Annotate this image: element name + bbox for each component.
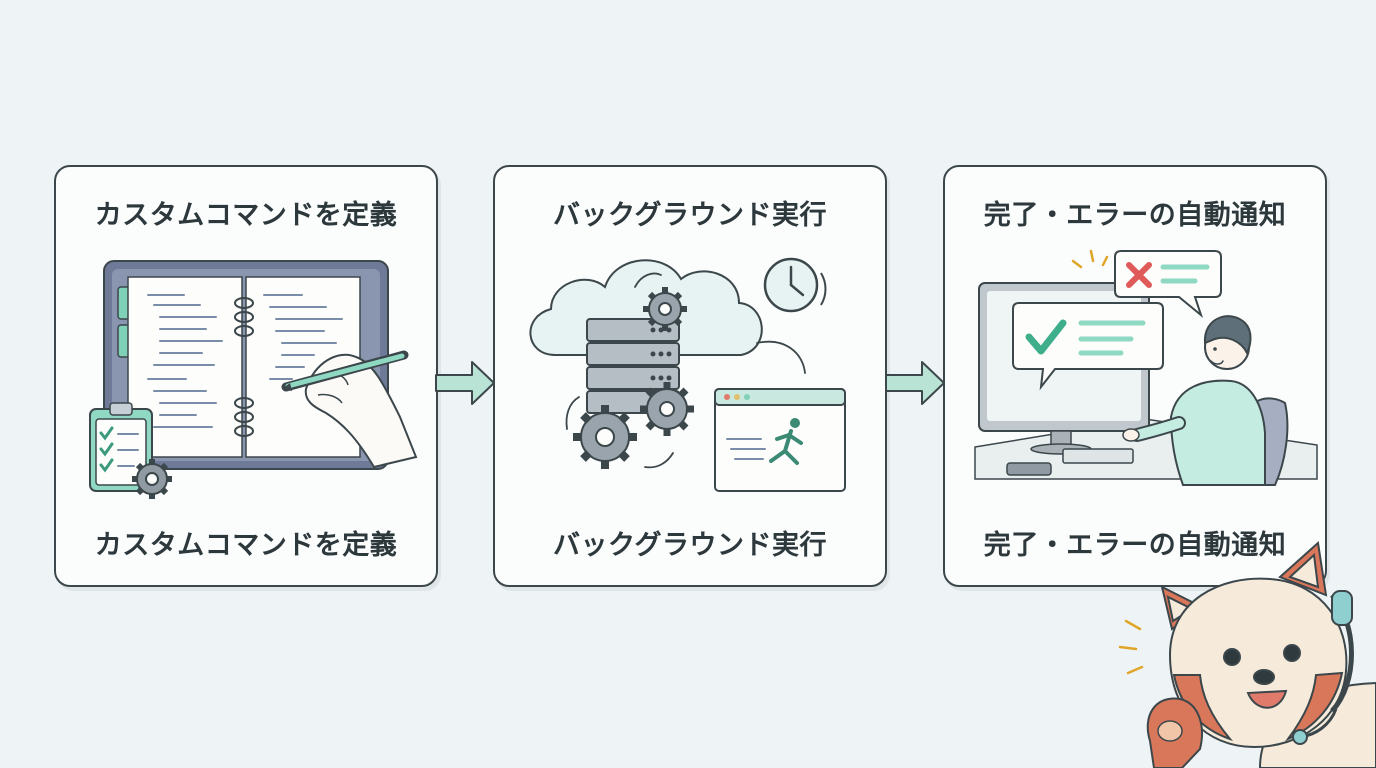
step-title-notify: 完了・エラーの自動通知 [983, 200, 1287, 231]
notebook-icon [89, 260, 418, 499]
server-cloud-icon [529, 257, 846, 492]
red-panda-mascot-icon [1118, 541, 1376, 768]
step-title-define: カスタムコマンドを定義 [94, 200, 398, 231]
step-caption-define: カスタムコマンドを定義 [94, 530, 398, 561]
step-card-define: カスタムコマンドを定義 [54, 165, 438, 587]
step-title-background: バックグラウンド実行 [553, 200, 827, 231]
arrow-right-icon [885, 361, 945, 405]
arrow-right-icon [435, 361, 495, 405]
step-card-notify: 完了・エラーの自動通知 [943, 165, 1327, 587]
step-caption-background: バックグラウンド実行 [553, 530, 827, 561]
step-card-background: バックグラウンド実行 [493, 165, 887, 587]
notification-monitor-icon [974, 249, 1318, 486]
step-caption-notify: 完了・エラーの自動通知 [983, 530, 1287, 561]
